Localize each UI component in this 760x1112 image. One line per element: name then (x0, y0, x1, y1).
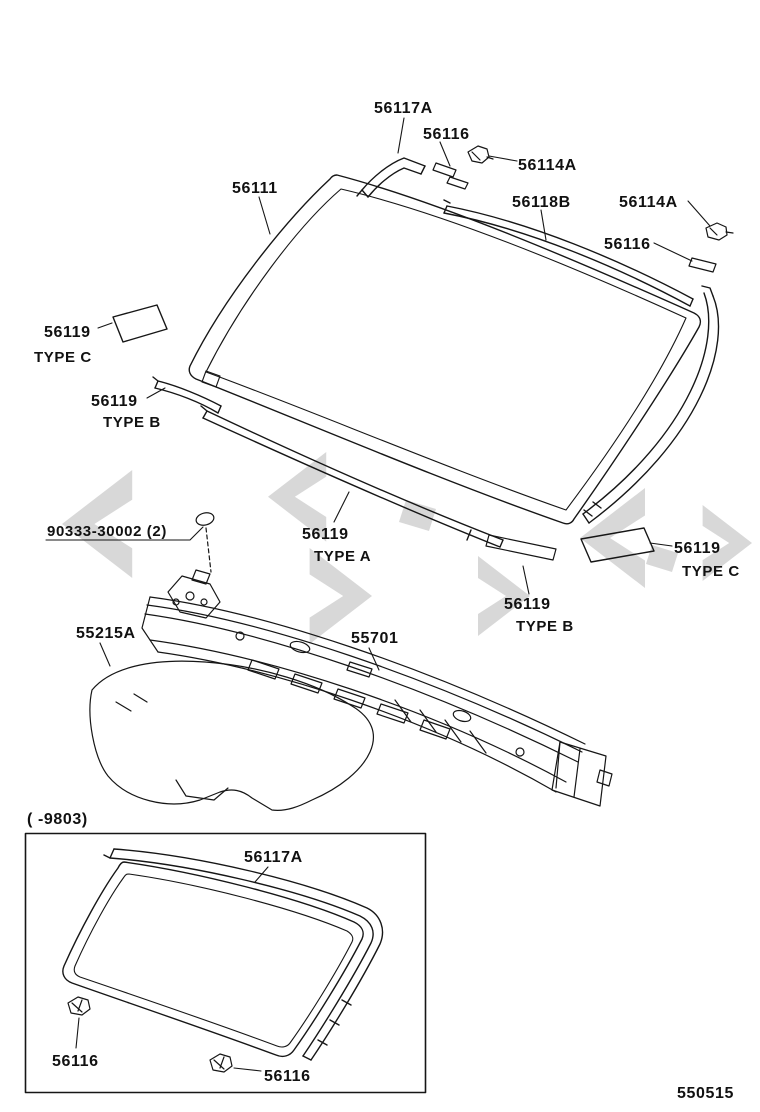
label-spacer-side: 56116 (604, 236, 651, 253)
clip-top (467, 145, 494, 164)
label-inset-molding: 56117A (244, 849, 303, 866)
label-dam-left-type: TYPE B (103, 414, 161, 431)
label-adhesive-left: 56119 (44, 324, 91, 341)
label-adhesive-right: 56119 (674, 540, 721, 557)
cowl-top-panel (141, 569, 613, 807)
inset-clip-left (67, 996, 91, 1016)
molding-top-corner (356, 157, 426, 198)
label-dam-right-type: TYPE B (516, 618, 574, 635)
label-screw-grommet: 90333-30002 (2) (47, 523, 167, 540)
figure-code: 550515 (677, 1085, 734, 1102)
dam-strip-left (152, 376, 222, 414)
molding-right-pillar (582, 285, 720, 524)
glass-outer-outline (188, 174, 702, 525)
label-clip-side: 56114A (619, 194, 678, 211)
adhesive-pad-right (580, 527, 655, 563)
label-adhesive-left-type: TYPE C (34, 349, 92, 366)
label-molding-top: 56117A (374, 100, 433, 117)
watermark-logo (62, 452, 752, 644)
label-dam-lower: 56119 (302, 526, 349, 543)
label-clip-top: 56114A (518, 157, 577, 174)
label-adhesive-right-type: TYPE C (682, 563, 740, 580)
dam-strip-right (485, 534, 557, 561)
leader-lines (45, 117, 711, 1072)
silencer-pad (89, 660, 374, 811)
label-dam-lower-type: TYPE A (314, 548, 371, 565)
label-inset-clip-left: 56116 (52, 1053, 99, 1070)
spacer-side (688, 257, 717, 273)
inset-windshield-glass (62, 861, 364, 1058)
label-inset-range: ( -9803) (27, 811, 88, 828)
label-molding-upper: 56118B (512, 194, 571, 211)
label-dam-left: 56119 (91, 393, 138, 410)
label-inset-clip-bottom: 56116 (264, 1068, 311, 1085)
spacer-top-pieces (432, 162, 469, 190)
label-windshield-glass: 56111 (232, 180, 278, 197)
inset-frame (24, 832, 427, 1094)
glass-inner-outline (205, 188, 687, 511)
label-spacer-top: 56116 (423, 126, 470, 143)
molding-upper (443, 199, 694, 307)
adhesive-pad-left (112, 304, 168, 343)
clip-side (705, 222, 734, 241)
mirror-mount-tab (201, 370, 221, 388)
windshield-glass (188, 174, 702, 525)
inset-molding (103, 848, 384, 1061)
part-labels: 56117A 56116 56114A 56111 56118B 56114A … (27, 100, 740, 1102)
label-cowl-top-panel: 55701 (351, 630, 399, 647)
inset-clip-bottom (209, 1053, 233, 1073)
label-dam-right: 56119 (504, 596, 551, 613)
dam-strip-lower (200, 405, 504, 548)
label-silencer-pad: 55215A (76, 625, 136, 642)
screw-grommet (195, 512, 215, 573)
